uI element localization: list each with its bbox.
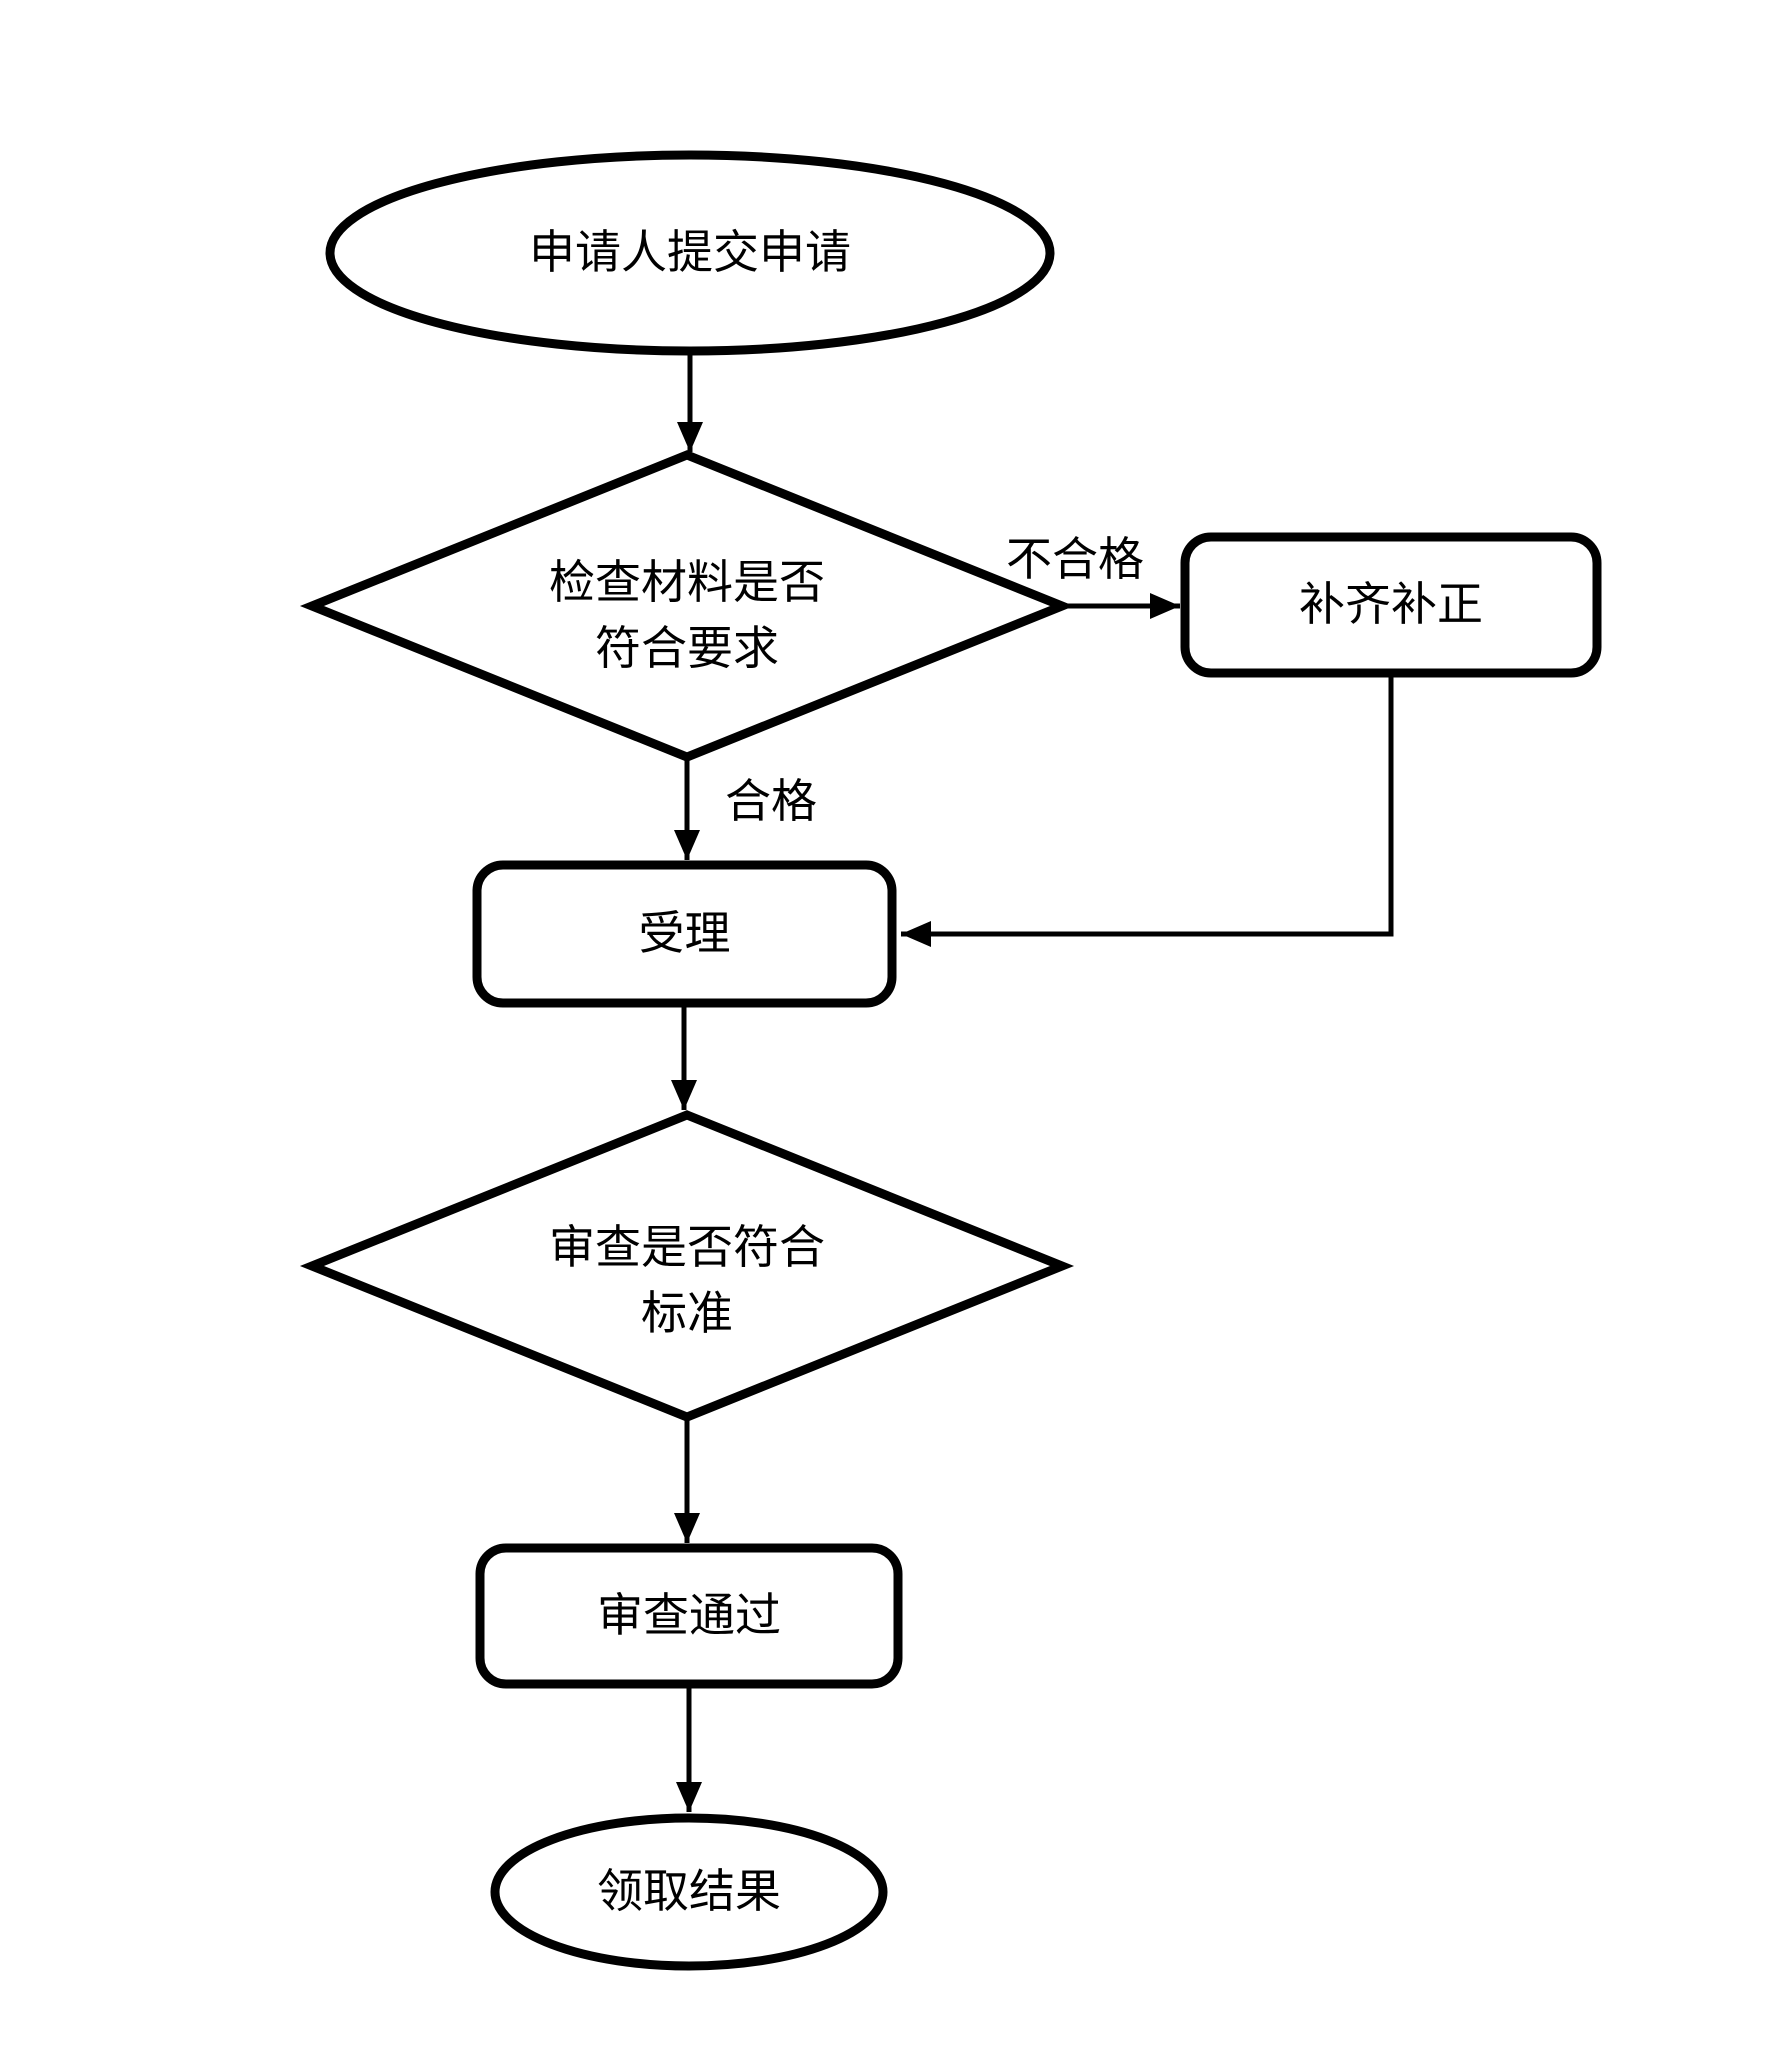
edge-label-unqualified: 不合格: [1006, 534, 1144, 585]
accept-label: 受理: [638, 908, 731, 960]
supplement-correct-label: 补齐补正: [1299, 579, 1483, 631]
edge-supplement-to-accept-arrow: [901, 673, 1394, 947]
end-node-label: 领取结果: [597, 1866, 781, 1918]
check-materials-label-line2: 符合要求: [595, 623, 779, 675]
check-materials-label-line1: 检查材料是否: [549, 557, 825, 609]
review-passed-label: 审查通过: [597, 1590, 781, 1642]
start-node-label: 申请人提交申请: [529, 227, 851, 279]
end-node-shape: [490, 1813, 888, 1971]
review-standard-label-line2: 标准: [641, 1288, 733, 1340]
edge-label-qualified: 合格: [725, 776, 817, 827]
review-standard-label-line1: 审查是否符合: [549, 1222, 825, 1274]
